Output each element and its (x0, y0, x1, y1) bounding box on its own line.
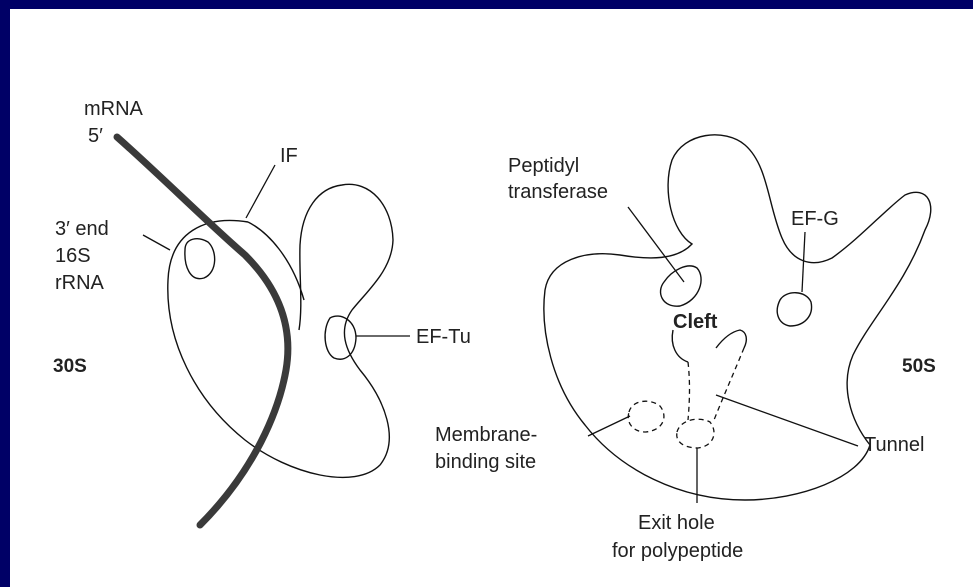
rrna-leader (143, 235, 170, 250)
subunit-50s-label: 50S (902, 356, 936, 377)
tunnel-leader (716, 395, 858, 446)
membrane-leader (588, 416, 630, 436)
exit-hole-label: Exit hole (638, 512, 715, 534)
if-label: IF (280, 145, 298, 167)
cleft-right (716, 330, 746, 348)
five-prime-label: 5′ (88, 125, 103, 147)
membrane-binding-oval (628, 401, 664, 432)
ef-tu-site-oval (325, 316, 356, 359)
if-bump (248, 222, 304, 300)
ef-g-site (777, 293, 811, 326)
binding-site-label: binding site (435, 451, 536, 473)
cleft-left (672, 330, 688, 362)
rrna-16s-label: 16S (55, 245, 91, 267)
membrane-label: Membrane- (435, 424, 537, 446)
if-leader (246, 165, 275, 218)
peptidyl-leader (628, 207, 684, 282)
rrna-label: rRNA (55, 272, 105, 294)
mrna-label: mRNA (84, 98, 144, 120)
ef-g-leader (802, 232, 805, 292)
tunnel-label: Tunnel (864, 434, 924, 456)
three-end-label: 3′ end (55, 218, 109, 240)
tunnel-path (688, 348, 744, 420)
peptidyl-label: Peptidyl (508, 155, 579, 177)
for-polypeptide-label: for polypeptide (612, 540, 743, 562)
small-subunit-body (168, 184, 393, 477)
exit-hole-oval (677, 419, 714, 448)
subunit-30s-label: 30S (53, 356, 87, 377)
cleft-label: Cleft (673, 311, 718, 333)
mrna-strand (117, 137, 288, 525)
transferase-label: transferase (508, 181, 608, 203)
ef-tu-label: EF-Tu (416, 326, 471, 348)
small-subunit-30s: mRNA 5′ IF 3′ end 16S rRNA EF-Tu 30S (53, 98, 471, 525)
rrna-3-end-oval (185, 239, 215, 279)
ef-g-label: EF-G (791, 208, 839, 230)
peptidyl-transferase-site (661, 266, 702, 306)
large-subunit-50s: Peptidyl transferase EF-G Cleft Membrane… (435, 135, 936, 562)
